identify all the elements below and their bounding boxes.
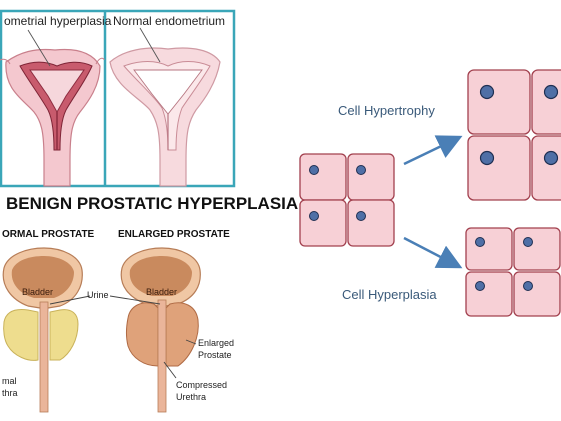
endometrial-hyperplasia-label: ometrial hyperplasia [4,14,112,28]
normal-uterus-drawing [109,27,221,187]
normal-prostate-heading: ORMAL PROSTATE [2,229,95,240]
hypertrophy-cells [467,69,561,201]
urine-label: Urine [87,290,109,300]
normal-endometrium-label: Normal endometrium [113,14,226,28]
endometrium-panel: ometrial hyperplasia Normal endometrium [0,0,236,188]
enlarged-label: Enlarged [198,338,235,348]
prostate-panel: BENIGN PROSTATIC HYPERPLASIA ORMAL PROST… [0,190,298,421]
cell-hyperplasia-label: Cell Hyperplasia [342,287,437,302]
bladder-label-normal: Bladder [22,287,54,297]
prostate-illustration [2,247,201,413]
cell-diagram-graphic [299,69,561,317]
hyperplasia-cells [465,227,561,317]
cell-hypertrophy-label: Cell Hypertrophy [338,103,435,118]
compressed-label: Compressed [176,380,228,390]
enlarged-prostate-drawing [120,247,201,413]
normal-prostate-cut-label-2: thra [2,388,18,398]
hypertrophy-arrow [403,135,463,166]
endometrium-illustration [0,9,236,188]
bladder-label-enlarged: Bladder [146,287,178,297]
normal-prostate-cut-label-1: mal [2,376,17,386]
bph-title: BENIGN PROSTATIC HYPERPLASIA [6,194,299,213]
cell-diagram: Cell Hypertrophy Cell Hyperplasia [270,40,561,340]
hyperplastic-uterus-drawing [0,29,105,187]
original-cells [299,153,395,247]
prostate-label: Prostate [198,350,232,360]
enlarged-prostate-heading: ENLARGED PROSTATE [118,229,230,240]
normal-prostate-drawing [2,247,83,413]
urethra-label: Urethra [176,392,207,402]
hyperplasia-arrow [403,236,463,269]
